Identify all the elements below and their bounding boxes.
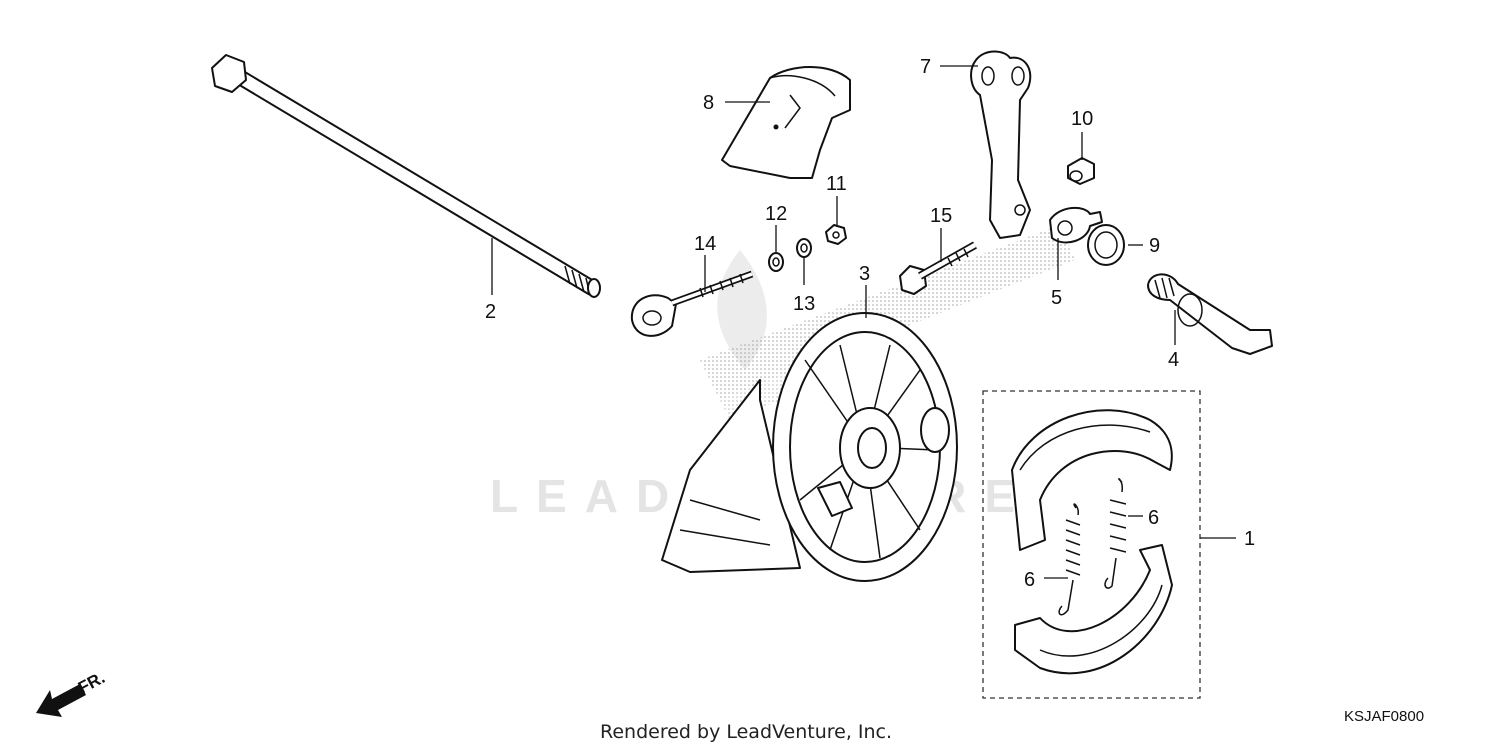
callout-6-right[interactable]: 6 [1148,507,1159,529]
part-13-lock-washer[interactable] [796,238,812,258]
diagram-code: KSJAF0800 [1344,708,1424,725]
callout-14[interactable]: 14 [694,233,716,255]
footer-credit: Rendered by LeadVenture, Inc. [600,721,892,743]
part-4-brake-cam[interactable] [1147,273,1273,355]
callout-3[interactable]: 3 [859,263,870,285]
part-7-brake-arm[interactable] [970,50,1032,239]
upper-brake-shoe [1011,409,1173,551]
spring-6-left [1058,503,1081,616]
part-8-cover[interactable] [721,66,851,179]
part-2-axle[interactable] [211,54,601,298]
part-9-seal[interactable] [1087,224,1125,266]
callout-12[interactable]: 12 [765,203,787,225]
part-3-brake-panel[interactable] [661,312,958,582]
lower-brake-shoe [1014,544,1173,675]
part-1-brake-shoe-set[interactable] [982,390,1201,699]
front-direction-indicator: FR. [36,668,108,717]
callout-7[interactable]: 7 [920,56,931,78]
direction-arrow-icon [36,684,86,717]
callout-11[interactable]: 11 [826,173,847,195]
part-12-washer[interactable] [768,252,784,272]
part-15-bolt[interactable] [899,241,977,295]
callout-10[interactable]: 10 [1071,108,1093,130]
spring-6-right [1104,478,1127,589]
callout-labels: 1 2 3 4 5 6 6 7 8 9 10 11 12 13 14 15 [485,56,1255,591]
callout-6-left[interactable]: 6 [1024,569,1035,591]
leader-lines [491,65,1236,579]
callout-8[interactable]: 8 [703,92,714,114]
shoe-set-frame [982,390,1201,699]
callout-15[interactable]: 15 [930,205,952,227]
part-14-adjuster-rod[interactable] [630,270,754,337]
callout-13[interactable]: 13 [793,293,815,315]
callout-5[interactable]: 5 [1051,287,1062,309]
part-11-nut[interactable] [825,224,847,245]
part-10-nut[interactable] [1067,157,1095,185]
callout-4[interactable]: 4 [1168,349,1179,371]
callout-9[interactable]: 9 [1149,235,1160,257]
callout-1[interactable]: 1 [1244,528,1255,550]
part-5-wear-indicator[interactable] [1049,206,1103,244]
callout-2[interactable]: 2 [485,301,496,323]
